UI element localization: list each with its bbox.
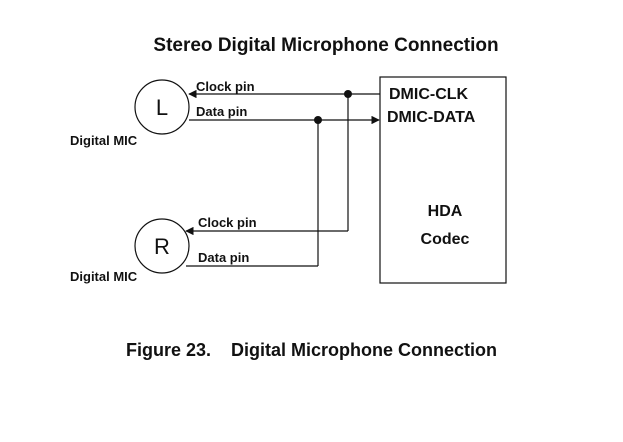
diagram-title: Stereo Digital Microphone Connection (153, 35, 498, 56)
hda-codec-box (379, 76, 507, 284)
right-data-pin-label: Data pin (198, 250, 249, 265)
left-mic-caption: Digital MIC (70, 133, 138, 148)
right-mic-circle (134, 218, 190, 274)
figure-caption-text: Digital Microphone Connection (231, 340, 498, 360)
codec-data-pin-label: DMIC-DATA (387, 109, 476, 126)
codec-name-line1: HDA (428, 203, 463, 220)
codec-clk-pin-label: DMIC-CLK (389, 86, 469, 103)
data-junction-dot (314, 116, 322, 124)
left-mic-circle (134, 79, 190, 135)
left-clock-pin-label: Clock pin (196, 79, 255, 94)
right-mic-symbol: R (154, 234, 170, 259)
figure-caption: Figure 23. Digital Microphone Connection (0, 340, 623, 361)
figure-number: Figure 23. (125, 340, 211, 360)
codec-name-line2: Codec (421, 231, 470, 248)
left-mic-symbol: L (156, 95, 168, 120)
right-clock-pin-label: Clock pin (198, 215, 257, 230)
left-data-pin-label: Data pin (196, 104, 247, 119)
right-mic-caption: Digital MIC (70, 269, 138, 284)
clock-junction-dot (344, 90, 352, 98)
